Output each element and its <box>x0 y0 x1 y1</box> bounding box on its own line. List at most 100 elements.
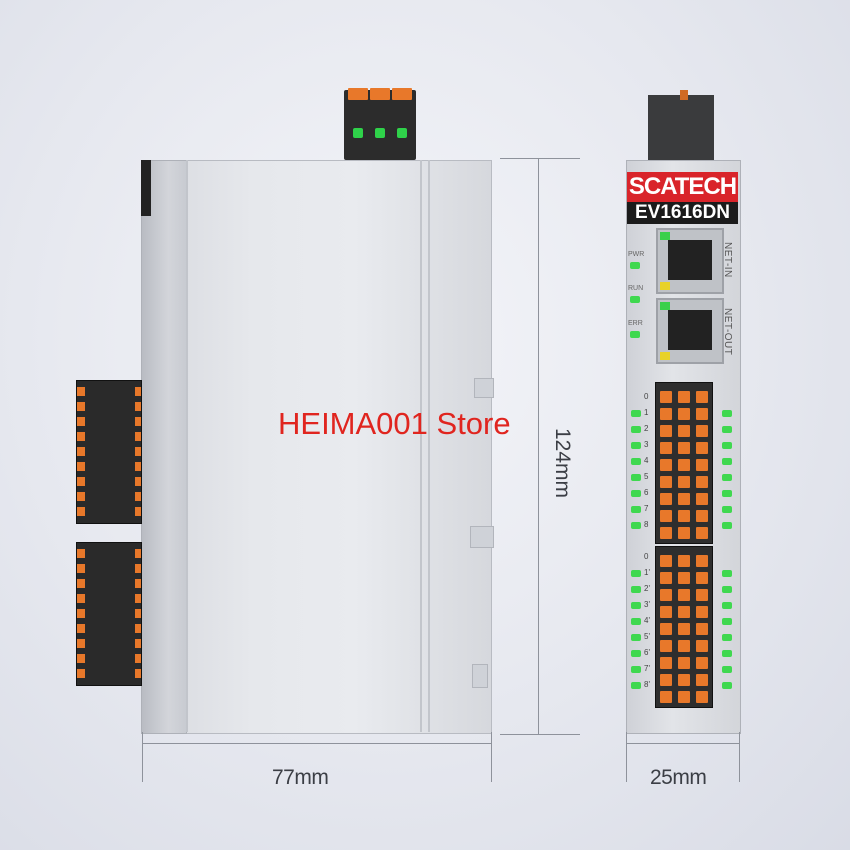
channel-led <box>631 586 641 593</box>
terminal-pin <box>135 594 141 603</box>
din-rail-clip <box>472 664 488 688</box>
connector-tab <box>370 88 390 100</box>
terminal-pin <box>77 507 85 516</box>
channel-led <box>631 474 641 481</box>
channel-led <box>631 570 641 577</box>
terminal-pin <box>135 432 141 441</box>
channel-led <box>722 618 732 625</box>
front-terminal-block-upper <box>655 382 713 544</box>
terminal-release-tab <box>696 510 708 522</box>
terminal-pin <box>135 477 141 486</box>
activity-led <box>660 352 670 360</box>
terminal-pin <box>135 639 141 648</box>
top-connector <box>344 88 416 160</box>
housing-seam <box>428 160 430 732</box>
connector-led <box>397 128 407 138</box>
terminal-release-tab <box>696 691 708 703</box>
terminal-release-tab <box>696 640 708 652</box>
terminal-pin <box>135 507 141 516</box>
din-rail-notch <box>474 378 494 398</box>
store-watermark: HEIMA001 Store <box>278 406 511 441</box>
terminal-release-tab <box>678 442 690 454</box>
err-label: ERR <box>628 320 643 327</box>
terminal-release-tab <box>678 657 690 669</box>
terminal-release-tab <box>678 589 690 601</box>
terminal-pin <box>77 432 85 441</box>
channel-led <box>722 570 732 577</box>
terminal-release-tab <box>696 493 708 505</box>
terminal-release-tab <box>660 691 672 703</box>
terminal-pin <box>77 654 85 663</box>
side-terminal-block-lower <box>76 542 142 686</box>
terminal-pin <box>77 594 85 603</box>
terminal-release-tab <box>678 493 690 505</box>
channel-led <box>722 650 732 657</box>
link-led <box>660 232 670 240</box>
channel-number: 4 <box>644 456 649 465</box>
net-out-label: NET-OUT <box>722 308 733 356</box>
channel-number: 1 <box>644 408 649 417</box>
channel-number: 5 <box>644 472 649 481</box>
channel-led <box>631 410 641 417</box>
pwr-led <box>630 262 640 269</box>
terminal-release-tab <box>660 589 672 601</box>
channel-led <box>722 474 732 481</box>
terminal-release-tab <box>678 555 690 567</box>
front-terminal-block-lower <box>655 546 713 708</box>
channel-led <box>631 682 641 689</box>
terminal-release-tab <box>696 674 708 686</box>
terminal-release-tab <box>660 510 672 522</box>
terminal-release-tab <box>696 425 708 437</box>
terminal-pin <box>135 669 141 678</box>
terminal-release-tab <box>696 408 708 420</box>
channel-led <box>722 506 732 513</box>
terminal-release-tab <box>696 527 708 539</box>
module-side-front-edge <box>141 160 187 734</box>
terminal-pin <box>135 564 141 573</box>
pwr-label: PWR <box>628 251 645 258</box>
terminal-release-tab <box>678 606 690 618</box>
terminal-pin <box>135 654 141 663</box>
module-side-cap <box>141 160 151 216</box>
terminal-release-tab <box>678 623 690 635</box>
run-led <box>630 296 640 303</box>
terminal-release-tab <box>696 657 708 669</box>
rj45-socket <box>668 240 712 280</box>
channel-number: 3 <box>644 440 649 449</box>
terminal-release-tab <box>660 527 672 539</box>
terminal-pin <box>77 609 85 618</box>
side-terminal-block-upper <box>76 380 142 524</box>
terminal-release-tab <box>660 459 672 471</box>
terminal-pin <box>135 492 141 501</box>
channel-led <box>631 490 641 497</box>
channel-number: 7' <box>644 664 650 673</box>
terminal-pin <box>77 549 85 558</box>
channel-led <box>631 426 641 433</box>
channel-number: 5' <box>644 632 650 641</box>
dimension-tick <box>739 732 740 782</box>
terminal-release-tab <box>660 408 672 420</box>
terminal-pin <box>77 477 85 486</box>
dimension-tick <box>491 732 492 782</box>
terminal-release-tab <box>660 572 672 584</box>
channel-number: 4' <box>644 616 650 625</box>
terminal-release-tab <box>678 408 690 420</box>
channel-number: 6' <box>644 648 650 657</box>
terminal-release-tab <box>660 657 672 669</box>
model-label: EV1616DN <box>627 202 738 224</box>
terminal-pin <box>135 387 141 396</box>
channel-led <box>631 522 641 529</box>
err-led <box>630 331 640 338</box>
front-top-tab <box>680 90 688 100</box>
channel-number: 6 <box>644 488 649 497</box>
terminal-pin <box>77 669 85 678</box>
dimension-tick <box>142 732 143 782</box>
rj45-port-net-in <box>656 228 724 294</box>
channel-led <box>722 586 732 593</box>
terminal-release-tab <box>678 640 690 652</box>
terminal-release-tab <box>678 527 690 539</box>
terminal-pin <box>77 639 85 648</box>
terminal-release-tab <box>678 425 690 437</box>
terminal-release-tab <box>678 476 690 488</box>
dimension-tick <box>500 158 580 159</box>
